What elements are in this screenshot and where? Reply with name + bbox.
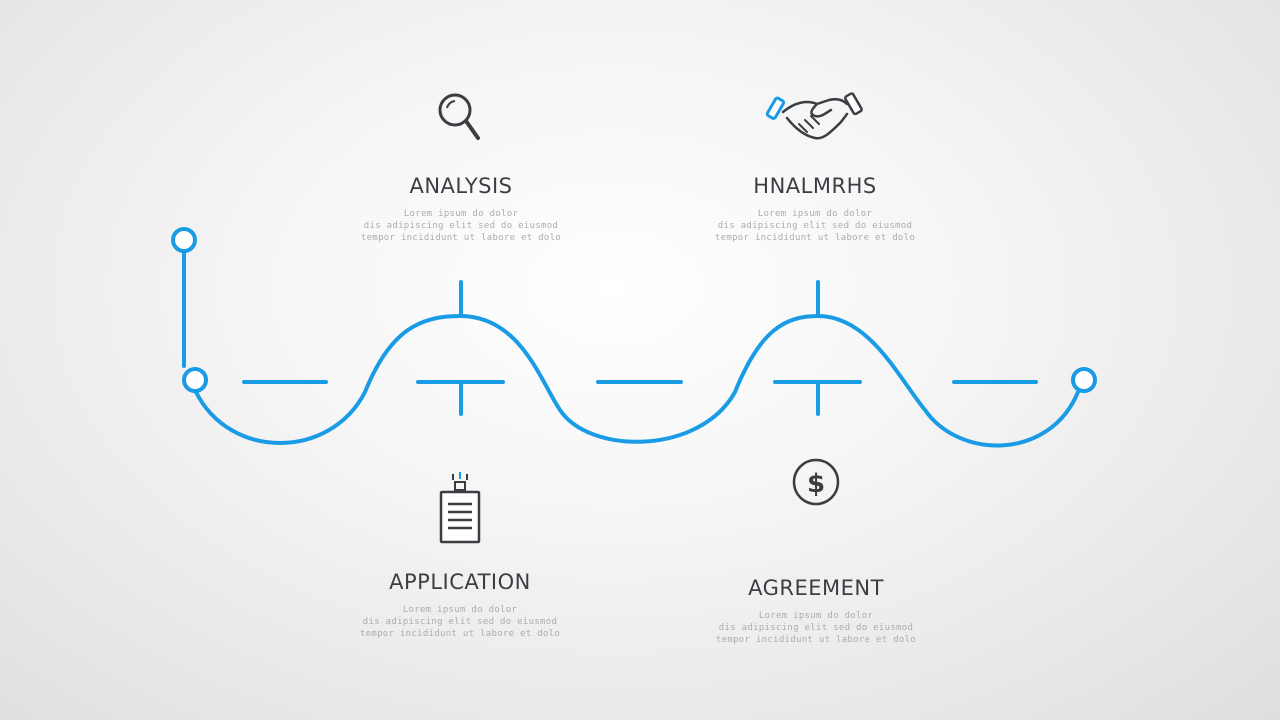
step-description: Lorem ipsum do dolor dis adipiscing elit… — [714, 209, 916, 243]
start-node-bottom — [182, 367, 208, 393]
step-title: ANALYSIS — [409, 174, 513, 198]
svg-text:$: $ — [807, 469, 825, 499]
step-title: HNALMRHS — [753, 174, 877, 198]
start-node-top — [171, 227, 197, 253]
step-title: APPLICATION — [389, 570, 531, 594]
step-agreement: $ AGREEMENT Lorem ipsum do dolor dis adi… — [696, 456, 936, 646]
wave-path — [194, 313, 1080, 448]
step-hnalmrhs: HNALMRHS Lorem ipsum do dolor dis adipis… — [695, 88, 935, 244]
step-analysis: ANALYSIS Lorem ipsum do dolor dis adipis… — [341, 88, 581, 244]
step-description: Lorem ipsum do dolor dis adipiscing elit… — [715, 611, 917, 645]
document-icon — [439, 472, 481, 544]
step-title: AGREEMENT — [748, 576, 884, 600]
end-node — [1071, 367, 1097, 393]
handshake-icon — [765, 92, 863, 140]
step-description: Lorem ipsum do dolor dis adipiscing elit… — [359, 605, 561, 639]
dollar-coin-icon: $ — [792, 458, 840, 506]
step-application: APPLICATION Lorem ipsum do dolor dis adi… — [340, 470, 580, 640]
magnifier-icon — [438, 93, 480, 140]
step-description: Lorem ipsum do dolor dis adipiscing elit… — [360, 209, 562, 243]
